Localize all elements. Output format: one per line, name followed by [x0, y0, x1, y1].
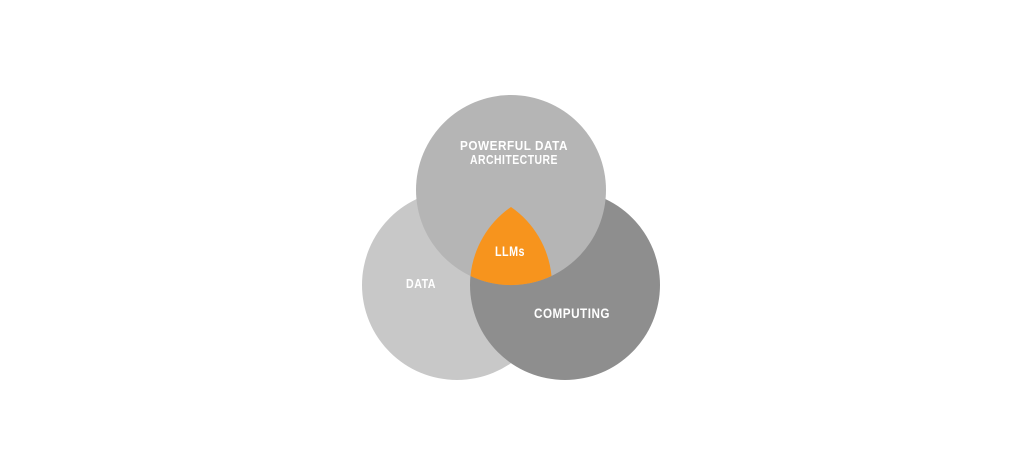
architecture-circle	[416, 95, 606, 285]
data-label: DATA	[406, 276, 436, 291]
llms-label: LLMs	[495, 243, 525, 259]
architecture-label-line1: POWERFUL DATA	[460, 138, 568, 153]
llms-intersection-shape	[470, 207, 552, 286]
architecture-label-line2: ARCHITECTURE	[470, 152, 558, 167]
computing-label: COMPUTING	[534, 305, 610, 321]
